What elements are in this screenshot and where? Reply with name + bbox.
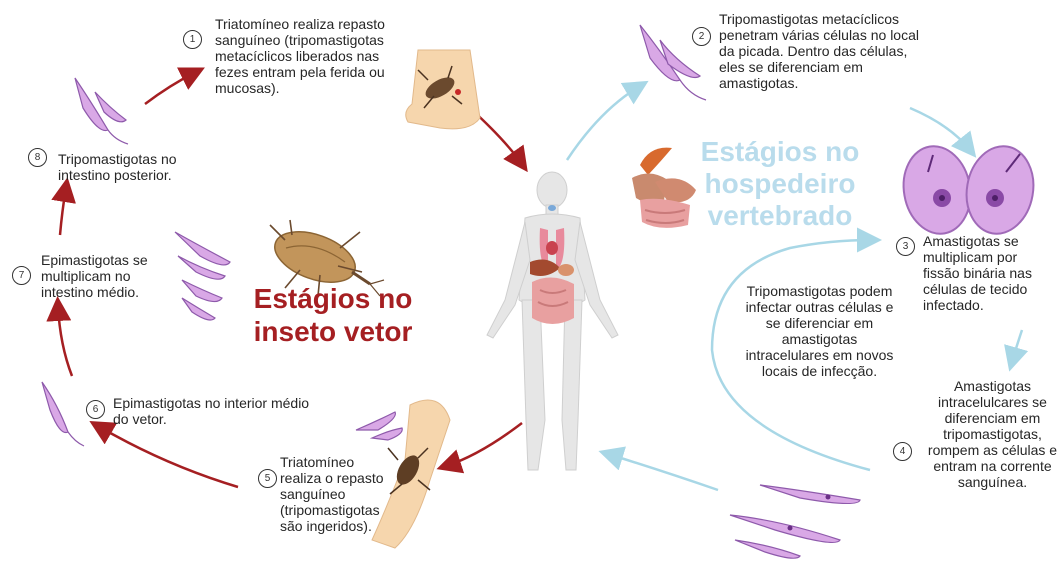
arrow-5-to-6 — [98, 426, 238, 487]
parasite-group-5 — [356, 412, 402, 440]
arrow-4-to-human — [608, 454, 718, 490]
step-3-number: 3 — [896, 237, 915, 256]
step-6-number: 6 — [86, 400, 105, 419]
parasite-group-8 — [75, 78, 128, 144]
step-5-number: 5 — [258, 469, 277, 488]
arrow-6-to-7 — [58, 306, 72, 376]
arrow-human-to-2 — [567, 86, 640, 160]
step-3-text: Amastigotas se multiplicam por fissão bi… — [923, 233, 1053, 313]
arrow-8-to-1 — [145, 72, 196, 104]
reinfection-note: Tripomastigotas podem infectar outras cé… — [742, 283, 897, 379]
host-stages-title: Estágios no hospedeiro vertebrado — [690, 136, 870, 232]
parasite-group-6 — [42, 382, 84, 446]
step-2-text: Tripomastigotas metacíclicos penetram vá… — [719, 11, 934, 91]
step-5-text: Triatomíneo realiza o repasto sanguíneo … — [280, 454, 390, 534]
step-4-number: 4 — [893, 442, 912, 461]
parasite-group-4 — [730, 485, 860, 558]
arrow-2-to-cells — [910, 108, 970, 150]
leg-with-triatomine-1 — [406, 50, 480, 129]
step-8-number: 8 — [28, 148, 47, 167]
step-7-number: 7 — [12, 266, 31, 285]
step-1-text: Triatomíneo realiza repasto sanguíneo (t… — [215, 16, 395, 96]
step-1-number: 1 — [183, 30, 202, 49]
arrow-7-to-8 — [60, 187, 66, 235]
arrow-human-to-5 — [446, 423, 522, 466]
insect-stages-title: Estágios no inseto vetor — [238, 282, 428, 348]
step-6-text: Epimastigotas no interior médio do vetor… — [113, 395, 313, 427]
arrow-3-to-4 — [1012, 330, 1022, 362]
parasite-group-7 — [175, 232, 230, 320]
step-4-text: Amastigotas intracelulcares se diferenci… — [925, 378, 1060, 490]
step-8-text: Tripomastigotas no intestino posterior. — [58, 151, 223, 183]
host-organs-icon — [632, 148, 696, 228]
infected-cells-icon — [897, 141, 1040, 239]
step-2-number: 2 — [692, 27, 711, 46]
step-7-text: Epimastigotas se multiplicam no intestin… — [41, 252, 181, 300]
